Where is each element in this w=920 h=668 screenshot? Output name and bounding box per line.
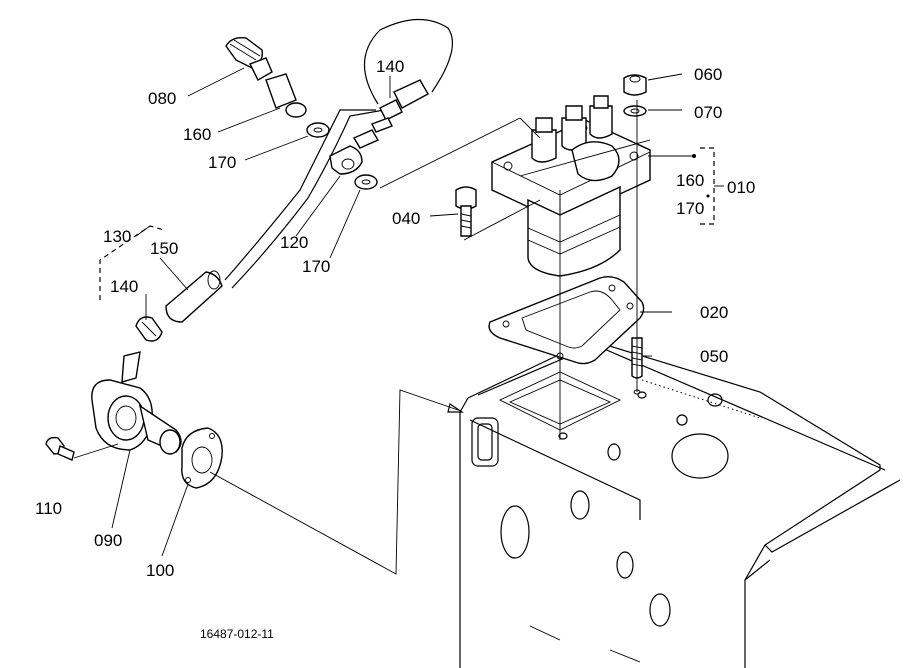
bracket-010 (700, 147, 724, 225)
nut-washer-stack (623, 74, 647, 117)
bracket-130 (99, 225, 165, 300)
label-010: 010 (727, 178, 755, 197)
label-060: 060 (694, 65, 722, 84)
label-170-right: 170 (676, 199, 704, 218)
label-130: 130 (103, 227, 131, 246)
label-150: 150 (150, 239, 178, 258)
fuel-hose-lower (135, 270, 223, 342)
label-070: 070 (694, 103, 722, 122)
bolt (455, 186, 477, 237)
label-020: 020 (700, 303, 728, 322)
injection-pump (491, 95, 651, 277)
label-140-top: 140 (376, 57, 404, 76)
engine-block (459, 339, 901, 668)
label-080: 080 (148, 89, 176, 108)
fuel-line-upper (224, 18, 454, 289)
drawing-code: 16487-012-11 (200, 627, 274, 641)
label-090: 090 (94, 531, 122, 550)
label-100: 100 (146, 561, 174, 580)
gasket (488, 275, 645, 365)
label-140-left: 140 (110, 277, 138, 296)
label-170-mid: 170 (302, 257, 330, 276)
assembly-lines (73, 100, 761, 575)
feed-pump (45, 351, 223, 489)
leader-lines (111, 67, 710, 557)
label-170-left: 170 (208, 153, 236, 172)
label-050: 050 (700, 347, 728, 366)
label-120: 120 (280, 233, 308, 252)
label-040: 040 (392, 209, 420, 228)
label-160-right: 160 (676, 171, 704, 190)
label-110: 110 (35, 499, 62, 518)
label-160-left: 160 (183, 125, 211, 144)
part-labels: 080 160 170 140 120 170 130 150 140 110 … (35, 57, 755, 641)
